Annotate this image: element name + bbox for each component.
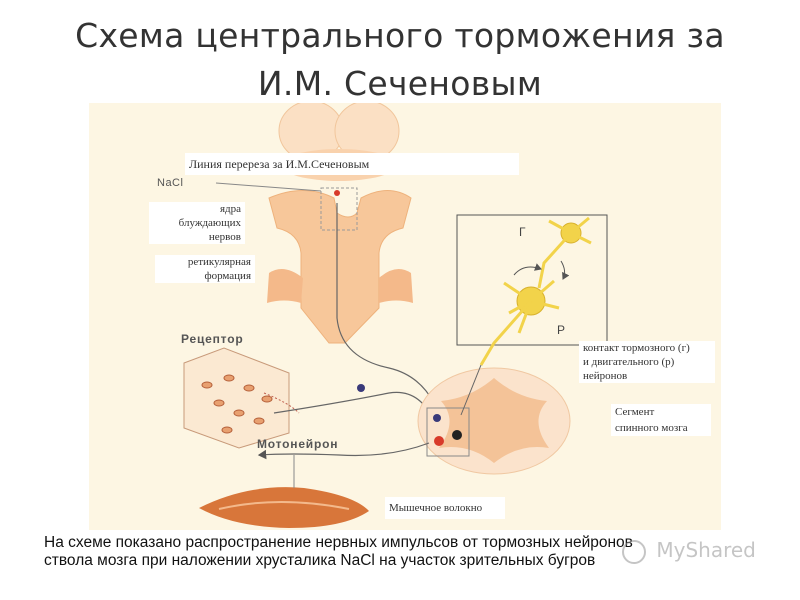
receptor-label: Рецептор	[181, 332, 244, 346]
vagus-nuclei-label: ядра блуждающих нервов	[149, 202, 245, 244]
receptor-block	[183, 347, 300, 449]
neuron-inset	[456, 214, 608, 366]
watermark-icon	[622, 539, 646, 564]
diagram-graphics	[183, 103, 608, 528]
spinal-segment-label: Сегмент спинного мозга	[611, 404, 711, 436]
inhibitory-neuron-dot	[433, 414, 441, 422]
watermark-text: MyShared	[656, 538, 756, 562]
inset-label-r: Р	[557, 323, 566, 337]
slide-title-line2: И.М. Сеченовым	[257, 64, 543, 103]
contact-label: контакт тормозного (г) и двигательного (…	[579, 341, 715, 383]
afferent-fiber	[273, 391, 435, 422]
nacl-crystal-dot	[334, 190, 340, 196]
contact-line3: нейронов	[583, 370, 628, 382]
reticular-formation-label: ретикулярная формация	[155, 255, 255, 283]
motoneuron-label: Мотонейрон	[257, 437, 339, 451]
ganglion-dot	[357, 384, 365, 392]
contact-line2: и двигательного (р)	[583, 356, 675, 368]
watermark: MyShared	[622, 538, 756, 564]
vagus-nuclei-line1: ядра	[219, 203, 241, 215]
muscle-fiber-label: Мышечное волокно	[385, 497, 505, 519]
slide-title: Схема центрального торможения за И.М. Се…	[0, 12, 800, 108]
muscle-fiber	[199, 487, 369, 528]
inset-label-g: Г	[519, 225, 526, 239]
cut-line-label: Линия перереза за И.М.Сеченовым	[185, 153, 519, 175]
spinal-cord-segment	[417, 367, 571, 475]
spinal-segment-line2: спинного мозга	[615, 422, 688, 434]
reticular-line2: формация	[204, 270, 251, 282]
reticular-line1: ретикулярная	[187, 256, 251, 268]
contact-line1: контакт тормозного (г)	[583, 342, 690, 354]
motor-neuron-dot	[434, 436, 444, 446]
nacl-label: NaCl	[157, 177, 184, 189]
spinal-segment-line1: Сегмент	[615, 406, 655, 418]
slide-title-line1: Схема центрального торможения за	[75, 16, 725, 55]
vagus-nuclei-line2: блуждающих	[178, 217, 241, 229]
efferent-fiber	[257, 442, 430, 460]
slide-caption: На схеме показано распространение нервны…	[44, 534, 784, 570]
inhibition-diagram: Линия перереза за И.М.Сеченовым NaCl ядр…	[89, 103, 721, 530]
contact-dot	[452, 430, 462, 440]
descending-pathway	[336, 203, 435, 405]
caption-line2: ствола мозга при наложении хрусталика Na…	[44, 552, 596, 569]
caption-line1: На схеме показано распространение нервны…	[44, 534, 633, 551]
brain-stem	[215, 182, 413, 344]
vagus-nuclei-line3: нервов	[208, 231, 241, 243]
